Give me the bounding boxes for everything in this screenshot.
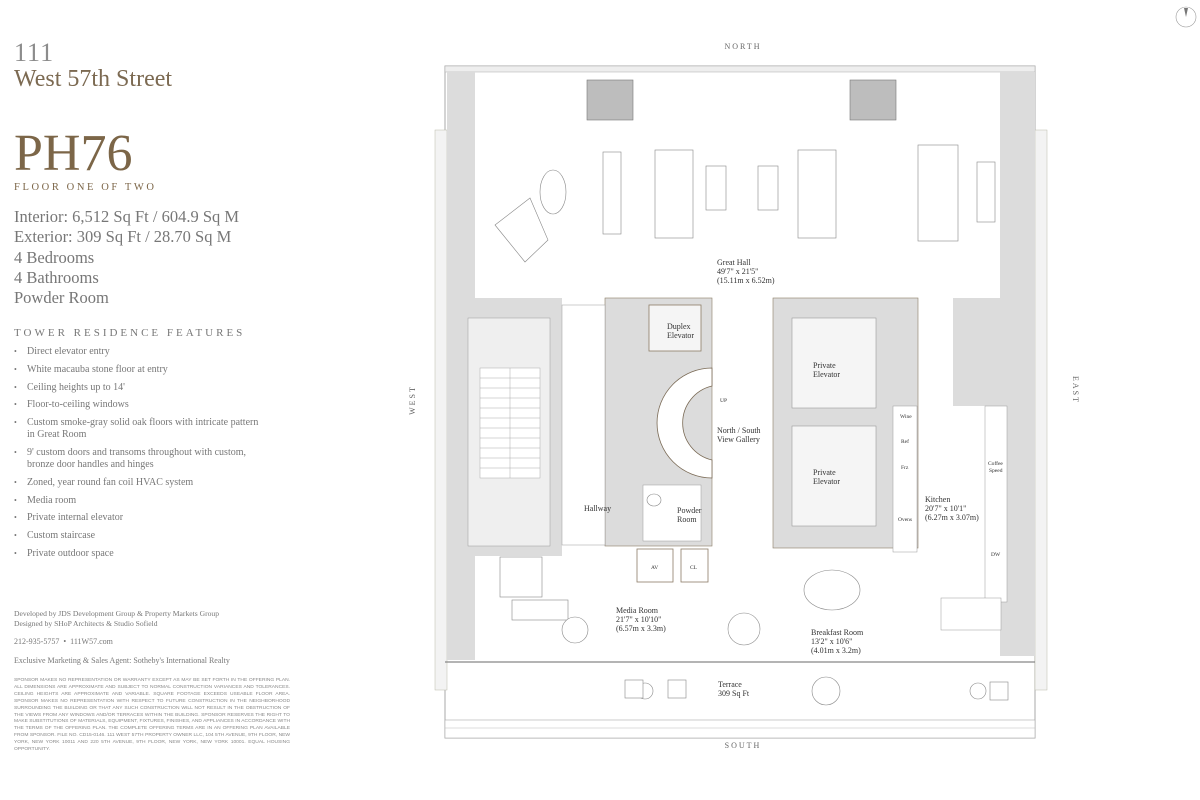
private-elevator-2-shaft: [791, 425, 877, 527]
designer: Designed by SHoP Architects & Studio Sof…: [14, 619, 158, 628]
stair-up-label: UP: [720, 398, 727, 404]
room-private-elevator-1: Private Elevator: [813, 361, 840, 379]
svg-text:21'7" x 10'10": 21'7" x 10'10": [616, 615, 661, 624]
svg-text:20'7" x 10'1": 20'7" x 10'1": [925, 504, 966, 513]
toilet-icon: [646, 493, 662, 507]
room-hallway: Hallway: [584, 504, 611, 513]
closet: [680, 548, 709, 583]
developer-credits: Developed by JDS Development Group & Pro…: [14, 609, 219, 629]
building-number: 111: [14, 38, 55, 67]
svg-text:Wine: Wine: [900, 414, 912, 420]
feature-item: White macauba stone floor at entry: [14, 364, 264, 376]
exterior-area: Exterior: 309 Sq Ft / 28.70 Sq M: [14, 227, 232, 247]
phone: 212-935-5757: [14, 637, 60, 646]
interior-area: Interior: 6,512 Sq Ft / 604.9 Sq M: [14, 207, 240, 226]
unit-name: PH76: [14, 125, 133, 182]
svg-text:Duplex: Duplex: [667, 322, 691, 331]
feature-item: Private outdoor space: [14, 548, 264, 560]
feature-item: 9' custom doors and transoms throughout …: [14, 447, 264, 471]
av-closet: [636, 548, 674, 583]
spiral-staircase: [656, 367, 713, 479]
svg-text:Frz: Frz: [901, 465, 909, 471]
bathrooms: 4 Bathrooms: [14, 267, 99, 287]
feature-item: Private internal elevator: [14, 512, 264, 524]
feature-item: Custom smoke-gray solid oak floors with …: [14, 417, 264, 441]
unit-stats: Interior: 6,512 Sq Ft / 604.9 Sq M Exter…: [14, 207, 239, 308]
west-label: WEST: [408, 385, 417, 415]
svg-text:Speed: Speed: [989, 468, 1003, 474]
svg-text:(6.27m x 3.07m): (6.27m x 3.07m): [925, 513, 979, 522]
compass-icon: [1175, 6, 1197, 28]
kitchen-appliance-wall: [892, 405, 918, 553]
svg-text:North / South: North / South: [717, 426, 761, 435]
room-media: Media Room 21'7" x 10'10" (6.57m x 3.3m): [616, 606, 666, 633]
floor-label: FLOOR ONE OF TWO: [14, 182, 157, 193]
svg-text:(6.57m x 3.3m): (6.57m x 3.3m): [616, 624, 666, 633]
features-list: Direct elevator entry White macauba ston…: [14, 346, 264, 566]
svg-text:309 Sq Ft: 309 Sq Ft: [718, 689, 750, 698]
room-great-hall: Great Hall 49'7" x 21'5" (15.11m x 6.52m…: [717, 258, 775, 285]
svg-text:Coffee: Coffee: [988, 460, 1003, 467]
feature-item: Custom staircase: [14, 530, 264, 542]
svg-text:(4.01m x 3.2m): (4.01m x 3.2m): [811, 646, 861, 655]
svg-text:Kitchen: Kitchen: [925, 495, 950, 504]
svg-text:Elevator: Elevator: [667, 331, 694, 340]
powder-room: Powder Room: [14, 288, 109, 308]
sales-agent: Exclusive Marketing & Sales Agent: Sothe…: [14, 656, 230, 665]
developer: Developed by JDS Development Group & Pro…: [14, 609, 219, 618]
room-breakfast: Breakfast Room 13'2" x 10'6" (4.01m x 3.…: [811, 628, 864, 655]
furniture: [494, 79, 1009, 706]
room-duplex-elevator: Duplex Elevator: [667, 322, 694, 340]
svg-text:Private: Private: [813, 361, 836, 370]
svg-text:Ovens: Ovens: [898, 517, 912, 523]
av-label: AV: [651, 565, 658, 571]
room-gallery: North / South View Gallery: [717, 426, 761, 444]
south-label: SOUTH: [725, 741, 762, 750]
contact: 212-935-5757 • 111W57.com: [14, 637, 113, 646]
disclaimer: Sponsor makes no representation or warra…: [14, 678, 290, 753]
kitchen-counter: [984, 405, 1008, 603]
hallway-room: [561, 304, 606, 546]
svg-text:Great Hall: Great Hall: [717, 258, 751, 267]
feature-item: Direct elevator entry: [14, 346, 264, 358]
svg-text:Room: Room: [677, 515, 697, 524]
svg-text:Powder: Powder: [677, 506, 702, 515]
svg-text:Terrace: Terrace: [718, 680, 742, 689]
svg-text:Breakfast Room: Breakfast Room: [811, 628, 864, 637]
svg-text:Private: Private: [813, 468, 836, 477]
stairwell: [479, 367, 541, 479]
feature-item: Ceiling heights up to 14': [14, 382, 264, 394]
svg-text:View Gallery: View Gallery: [717, 435, 760, 444]
svg-text:Elevator: Elevator: [813, 370, 840, 379]
feature-item: Zoned, year round fan coil HVAC system: [14, 477, 264, 489]
svg-text:13'2" x 10'6": 13'2" x 10'6": [811, 637, 852, 646]
private-elevator-1-shaft: [791, 317, 877, 409]
room-powder: Powder Room: [677, 506, 702, 524]
svg-text:Elevator: Elevator: [813, 477, 840, 486]
feature-item: Floor-to-ceiling windows: [14, 399, 264, 411]
feature-item: Media room: [14, 495, 264, 507]
svg-text:DW: DW: [991, 552, 1001, 558]
room-private-elevator-2: Private Elevator: [813, 468, 840, 486]
east-label: EAST: [1071, 376, 1080, 404]
features-title: TOWER RESIDENCE FEATURES: [14, 327, 246, 339]
north-label: NORTH: [724, 42, 761, 51]
duplex-elevator-shaft: [648, 304, 702, 352]
room-kitchen: Kitchen 20'7" x 10'1" (6.27m x 3.07m): [925, 495, 979, 522]
bedrooms: 4 Bedrooms: [14, 247, 95, 267]
svg-text:(15.11m x 6.52m): (15.11m x 6.52m): [717, 276, 775, 285]
kitchen-appliances: Wine Ref Frz Ovens Coffee Speed DW: [898, 414, 1003, 558]
closet-label: CL: [690, 565, 698, 571]
kitchen-island: [940, 597, 1002, 631]
svg-text:Ref: Ref: [901, 438, 909, 445]
room-terrace: Terrace 309 Sq Ft: [718, 680, 750, 698]
svg-text:49'7" x 21'5": 49'7" x 21'5": [717, 267, 758, 276]
svg-text:Media Room: Media Room: [616, 606, 659, 615]
street-name: West 57th Street: [14, 66, 173, 92]
website-link: 111W57.com: [70, 637, 113, 646]
